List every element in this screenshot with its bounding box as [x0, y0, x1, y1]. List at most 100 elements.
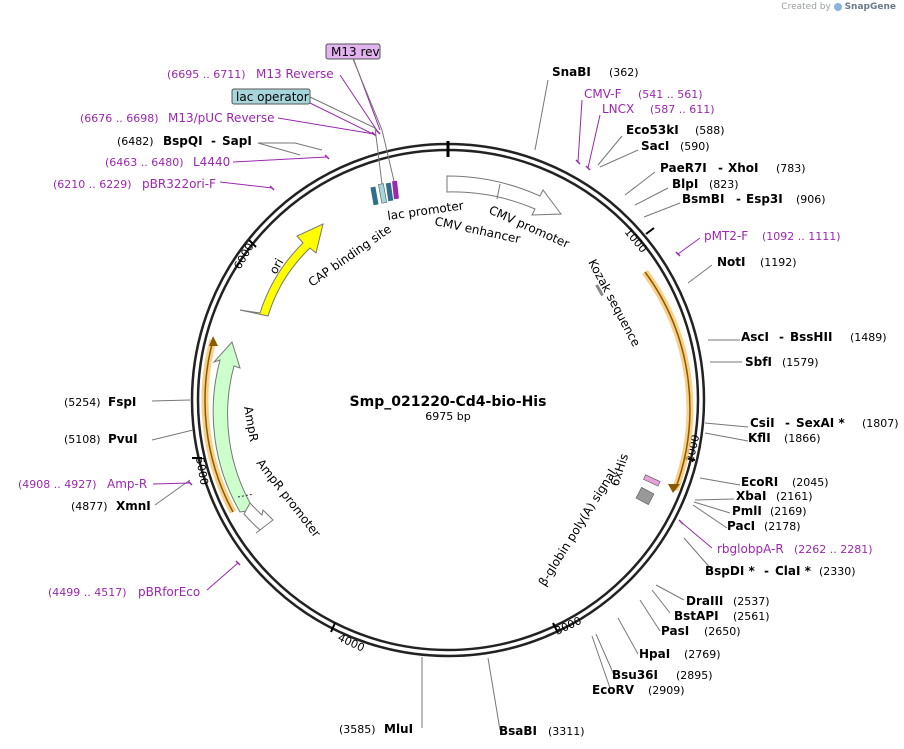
svg-text:(6210 .. 6229): (6210 .. 6229) — [53, 178, 132, 191]
svg-text:(3585): (3585) — [339, 723, 376, 736]
tick-label-5000: 5000 — [193, 456, 211, 486]
enzyme-noti[interactable]: NotI(1192) — [717, 255, 797, 269]
primer-l4440[interactable]: (6463 .. 6480) L4440 — [105, 155, 230, 169]
svg-text:(1866): (1866) — [784, 432, 821, 445]
enzyme-leaders — [151, 79, 749, 731]
svg-text:SexAI *: SexAI * — [796, 416, 845, 430]
feature-box-lac-operator[interactable]: lac operator — [231, 88, 311, 105]
tick-marks: 1000 2000 3000 4000 5000 6000 — [192, 226, 702, 655]
enzyme-eco53ki[interactable]: Eco53kI(588) — [626, 123, 725, 137]
enzyme-bsmbi-esp3i[interactable]: BsmBI-Esp3I(906) — [682, 192, 826, 206]
enzyme-snabi[interactable]: SnaBI(362) — [552, 65, 639, 79]
svg-text:pBR322ori-F: pBR322ori-F — [142, 177, 216, 191]
svg-text:BstAPI: BstAPI — [674, 609, 719, 623]
svg-text:MluI: MluI — [384, 722, 413, 736]
enzyme-bsu36i[interactable]: Bsu36I (2895) — [612, 668, 713, 682]
enzyme-ecori[interactable]: EcoRI(2045) — [741, 475, 829, 489]
svg-text:CMV-F: CMV-F — [584, 87, 622, 101]
svg-text:(5254): (5254) — [64, 396, 101, 409]
primer-pmt2-f[interactable]: pMT2-F(1092 .. 1111) — [704, 229, 841, 243]
svg-text:KflI: KflI — [748, 431, 771, 445]
svg-text:-: - — [764, 564, 769, 578]
credit-brand: SnapGene — [844, 2, 896, 12]
feature-box-m13-rev[interactable]: M13 rev — [325, 43, 381, 60]
svg-text:-: - — [718, 161, 723, 175]
svg-text:XbaI: XbaI — [736, 489, 766, 503]
enzyme-asci-bsshii[interactable]: AscI-BssHII(1489) — [741, 330, 887, 344]
primer-m13-puc-reverse[interactable]: (6676 .. 6698)M13/pUC Reverse — [80, 111, 275, 125]
enzyme-xmni[interactable]: (4877)XmnI — [71, 499, 151, 513]
svg-text:(2262 .. 2281): (2262 .. 2281) — [794, 543, 873, 556]
svg-text:(1579): (1579) — [782, 356, 819, 369]
primer-rbglobpa-r[interactable]: rbglobpA-R (2262 .. 2281) — [717, 542, 873, 556]
svg-text:Esp3I: Esp3I — [746, 192, 783, 206]
enzyme-sbfi[interactable]: SbfI(1579) — [745, 355, 819, 369]
enzyme-xbai[interactable]: XbaI (2161) — [736, 489, 813, 503]
svg-text:Bsu36I: Bsu36I — [612, 668, 658, 682]
primer-leaders — [152, 54, 713, 591]
svg-text:(590): (590) — [680, 140, 710, 153]
enzyme-pmli[interactable]: PmlI(2169) — [732, 504, 807, 518]
svg-text:SacI: SacI — [641, 139, 669, 153]
enzyme-csii-sexai[interactable]: CsiI-SexAI *(1807) — [750, 416, 899, 430]
svg-text:EcoRV: EcoRV — [592, 683, 635, 697]
enzyme-pasi[interactable]: PasI(2650) — [661, 624, 741, 638]
svg-text:Amp-R: Amp-R — [107, 477, 147, 491]
polya-feature — [635, 487, 655, 505]
svg-text:(2537): (2537) — [733, 595, 770, 608]
svg-text:(1489): (1489) — [850, 331, 887, 344]
svg-text:rbglobpA-R: rbglobpA-R — [717, 542, 784, 556]
enzyme-draiii[interactable]: DraIII(2537) — [686, 594, 770, 608]
svg-text:(2161): (2161) — [776, 490, 813, 503]
svg-text:-: - — [736, 192, 741, 206]
svg-text:pMT2-F: pMT2-F — [704, 229, 748, 243]
enzyme-fspi[interactable]: (5254)FspI — [64, 395, 136, 409]
enzyme-bsabi[interactable]: BsaBI (3311) — [499, 724, 585, 738]
svg-text:AscI: AscI — [741, 330, 769, 344]
svg-text:(5108): (5108) — [64, 433, 101, 446]
plasmid-size: 6975 bp — [425, 410, 470, 423]
svg-text:BsaBI: BsaBI — [499, 724, 537, 738]
ori-feature — [239, 223, 324, 317]
enzyme-mlui[interactable]: (3585) MluI — [339, 722, 413, 736]
svg-text:(783): (783) — [776, 162, 806, 175]
primer-cmv-f[interactable]: CMV-F(541 .. 561) — [584, 87, 703, 101]
enzyme-ecorv[interactable]: EcoRV(2909) — [592, 683, 685, 697]
ampr-label: AmpR — [241, 405, 261, 443]
svg-text:(6463 .. 6480): (6463 .. 6480) — [105, 156, 184, 169]
svg-text:BlpI: BlpI — [672, 177, 698, 191]
primer-pbr322ori-f[interactable]: (6210 .. 6229) pBR322ori-F — [53, 177, 216, 191]
svg-text:M13 Reverse: M13 Reverse — [256, 67, 334, 81]
enzyme-blpi[interactable]: BlpI(823) — [672, 177, 739, 191]
lac-operator-feature — [378, 183, 388, 204]
primer-amp-r[interactable]: (4908 .. 4927)Amp-R — [18, 477, 147, 491]
enzyme-saci[interactable]: SacI (590) — [641, 139, 710, 153]
svg-text:HpaI: HpaI — [639, 647, 670, 661]
credit-prefix: Created by — [781, 2, 831, 12]
polya-label: β-globin poly(A) signal — [536, 467, 619, 589]
orf-line-right — [644, 271, 691, 491]
lac-promoter-feature — [385, 182, 394, 202]
enzyme-paci[interactable]: PacI(2178) — [727, 519, 801, 533]
enzyme-bspdi-clai[interactable]: BspDI *-ClaI *(2330) — [705, 564, 856, 578]
enzyme-bspqi-sapi[interactable]: (6482)BspQI-SapI — [117, 134, 252, 148]
svg-text:(3311): (3311) — [548, 725, 585, 738]
primer-lncx[interactable]: LNCX(587 .. 611) — [602, 102, 715, 116]
enzyme-kfli[interactable]: KflI (1866) — [748, 431, 821, 445]
svg-text:PmlI: PmlI — [732, 504, 762, 518]
svg-text:PasI: PasI — [661, 624, 689, 638]
svg-text:(2895): (2895) — [676, 669, 713, 682]
enzyme-hpai[interactable]: HpaI(2769) — [639, 647, 721, 661]
enzyme-bstapi[interactable]: BstAPI(2561) — [674, 609, 770, 623]
primer-pbrforeco[interactable]: (4499 .. 4517)pBRforEco — [48, 585, 200, 599]
orf-line-left — [204, 339, 234, 513]
svg-text:BssHII: BssHII — [790, 330, 832, 344]
svg-text:(6676 .. 6698): (6676 .. 6698) — [80, 112, 159, 125]
enzyme-pvui[interactable]: (5108)PvuI — [64, 432, 138, 446]
primer-m13-reverse[interactable]: (6695 .. 6711)M13 Reverse — [167, 67, 334, 81]
svg-text:-: - — [211, 134, 216, 148]
svg-text:L4440: L4440 — [193, 155, 230, 169]
enzyme-paer7i-xhoi[interactable]: PaeR7I-XhoI(783) — [660, 161, 806, 175]
svg-text:SnaBI: SnaBI — [552, 65, 591, 79]
